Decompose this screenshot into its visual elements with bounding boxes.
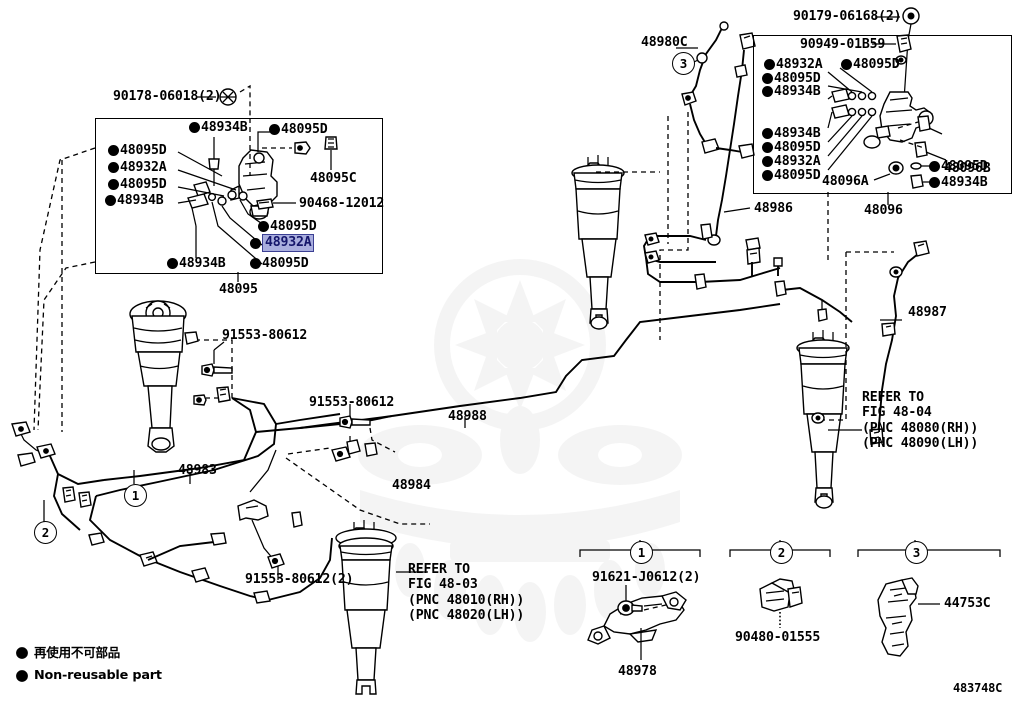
part-48932A-l2: 48932A bbox=[120, 160, 167, 175]
marker-circle-2: 2 bbox=[34, 521, 57, 544]
refer-to-fig-48-04: REFER TO FIG 48-04 (PNC 48080(RH)) (PNC … bbox=[862, 390, 979, 451]
legend-circle-2: 2 bbox=[770, 541, 793, 564]
part-48095D-r0: 48095D bbox=[853, 57, 900, 72]
bullet-dot bbox=[762, 73, 773, 84]
left-box-label-48095: 48095 bbox=[219, 282, 258, 297]
legend-1-part-91621: 91621-J0612(2) bbox=[592, 570, 701, 585]
part-48096B: 48096B bbox=[944, 161, 991, 176]
bullet-dot bbox=[167, 258, 178, 269]
label-bolt-91553-lower: 91553-80612(2) bbox=[245, 572, 354, 587]
bullet-dot bbox=[258, 221, 269, 232]
label-bolt-91553-center: 91553-80612 bbox=[309, 395, 395, 410]
part-48095D-r7: 48095D bbox=[774, 168, 821, 183]
part-48934B-l4: 48934B bbox=[117, 193, 164, 208]
part-48095D-topright: 48095D bbox=[281, 122, 328, 137]
bullet-dot bbox=[764, 59, 775, 70]
bullet-dot bbox=[105, 195, 116, 206]
bullet-dot bbox=[762, 128, 773, 139]
part-90468-12012: 90468-12012 bbox=[299, 196, 385, 211]
part-48095D-r10: 48095D bbox=[941, 159, 988, 174]
part-48095D-r2: 48095D bbox=[774, 71, 821, 86]
refer-to-fig-48-03: REFER TO FIG 48-03 (PNC 48010(RH)) (PNC … bbox=[408, 562, 525, 623]
part-48095D-r5: 48095D bbox=[774, 140, 821, 155]
bullet-dot bbox=[250, 258, 261, 269]
fastener-90179: 90179-06168(2) bbox=[793, 9, 902, 24]
bullet-dot bbox=[841, 59, 852, 70]
part-48095D-b: 48095D bbox=[262, 256, 309, 271]
part-48095C: 48095C bbox=[310, 171, 357, 186]
part-48934B-r4: 48934B bbox=[774, 126, 821, 141]
right-box-label-48096: 48096 bbox=[864, 203, 903, 218]
legend-2-part-90480: 90480-01555 bbox=[735, 630, 821, 645]
legend-circle-3: 3 bbox=[905, 541, 928, 564]
bullet-dot bbox=[762, 170, 773, 181]
marker-circle-1: 1 bbox=[124, 484, 147, 507]
legend-japanese-text: 再使用不可部品 bbox=[34, 645, 121, 660]
label-48984: 48984 bbox=[392, 478, 431, 493]
bullet-dot bbox=[762, 156, 773, 167]
marker-circle-3: 3 bbox=[672, 52, 695, 75]
part-48932A-r6: 48932A bbox=[774, 154, 821, 169]
bullet-dot bbox=[189, 122, 200, 133]
part-90949-01B59: 90949-01B59 bbox=[800, 37, 886, 52]
label-48987: 48987 bbox=[908, 305, 947, 320]
fastener-90178: 90178-06018(2) bbox=[113, 89, 222, 104]
bullet-dot bbox=[269, 124, 280, 135]
part-48934B-top: 48934B bbox=[201, 120, 248, 135]
bullet-dot bbox=[929, 161, 940, 172]
part-48095D-l1: 48095D bbox=[120, 143, 167, 158]
label-bolt-91553-upper: 91553-80612 bbox=[222, 328, 308, 343]
label-48983: 48983 bbox=[178, 463, 217, 478]
part-48932A-highlighted[interactable]: 48932A bbox=[262, 234, 315, 252]
part-48934B-bl: 48934B bbox=[179, 256, 226, 271]
bullet-dot bbox=[762, 86, 773, 97]
bullet-dot bbox=[108, 179, 119, 190]
label-48980C: 48980C bbox=[641, 35, 688, 50]
part-48096A: 48096A bbox=[822, 174, 869, 189]
bullet-dot bbox=[108, 162, 119, 173]
legend-1-part-48978: 48978 bbox=[618, 664, 657, 679]
part-48095D-r1: 48095D bbox=[270, 219, 317, 234]
bullet-dot bbox=[929, 177, 940, 188]
legend-3-part-44753C: 44753C bbox=[944, 596, 991, 611]
right-callout-box bbox=[753, 35, 1012, 194]
bullet-dot bbox=[108, 145, 119, 156]
label-48986: 48986 bbox=[754, 201, 793, 216]
legend-english-text: Non-reusable part bbox=[34, 668, 162, 683]
bullet-dot bbox=[762, 142, 773, 153]
part-48095D-l3: 48095D bbox=[120, 177, 167, 192]
left-callout-box bbox=[95, 118, 383, 274]
legend-circle-1: 1 bbox=[630, 541, 653, 564]
bullet-dot bbox=[250, 238, 261, 249]
part-48932A-r1: 48932A bbox=[776, 57, 823, 72]
label-48988: 48988 bbox=[448, 409, 487, 424]
diagram-id-code: 483748C bbox=[953, 681, 1003, 695]
part-48934B-r3: 48934B bbox=[774, 84, 821, 99]
part-48934B-r11: 48934B bbox=[941, 175, 988, 190]
